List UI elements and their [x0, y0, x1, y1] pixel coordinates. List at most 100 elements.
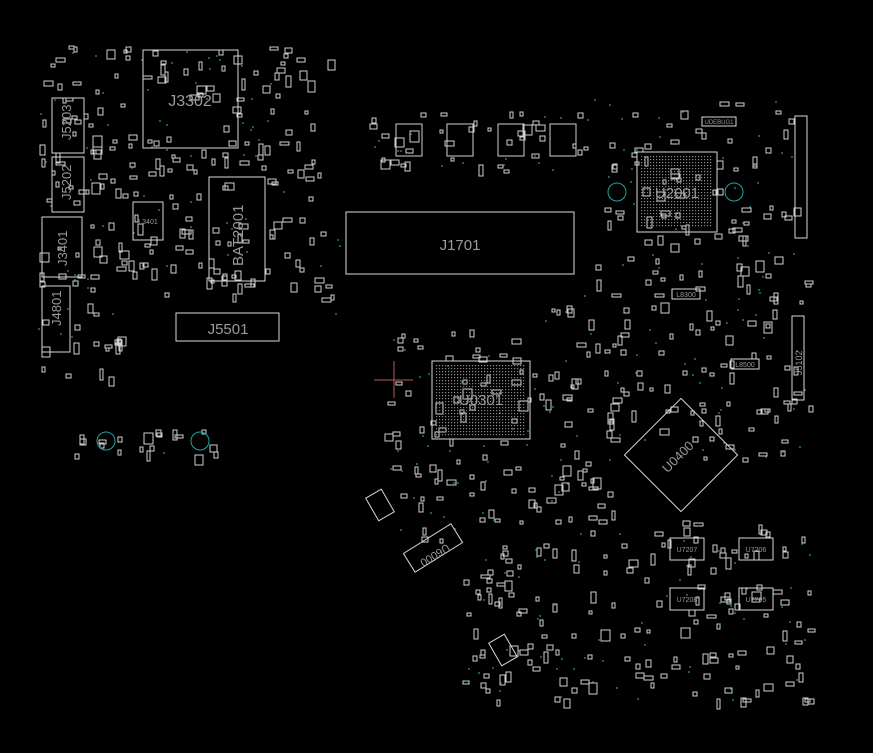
bga-ball	[656, 183, 658, 185]
bga-ball	[496, 419, 498, 421]
passive-component	[649, 387, 654, 392]
passive-component	[236, 97, 245, 102]
bga-ball	[484, 386, 486, 388]
bga-ball	[517, 389, 519, 391]
bga-ball	[668, 225, 670, 227]
via	[652, 254, 654, 256]
passive-component	[765, 323, 771, 329]
bga-ball	[695, 159, 697, 161]
bga-ball	[457, 377, 459, 379]
via	[462, 162, 464, 164]
chip-u0400[interactable]: U0400	[623, 397, 739, 513]
connector-j3302[interactable]: J3302	[142, 49, 239, 149]
bga-ball	[653, 180, 655, 182]
chip-u5001[interactable]	[365, 488, 395, 522]
connector-j8016[interactable]	[794, 115, 808, 239]
bga-ball	[665, 213, 667, 215]
cursor-crosshair	[374, 361, 413, 398]
bga-ball	[674, 201, 676, 203]
bga-ball	[692, 216, 694, 218]
passive-component	[620, 349, 627, 356]
via	[241, 65, 243, 67]
chip-u3401[interactable]	[488, 633, 518, 667]
passive-component	[120, 103, 126, 108]
bga-ball	[445, 428, 447, 430]
svg-text:J3401: J3401	[55, 231, 70, 266]
chip-u7207[interactable]: U7207	[669, 537, 705, 561]
bga-ball	[514, 386, 516, 388]
passive-component	[469, 329, 475, 338]
chip-u7205[interactable]: U7205	[738, 587, 774, 611]
bga-ball	[523, 416, 525, 418]
inductor-l3401[interactable]: L3401	[132, 201, 164, 241]
connector-j5102[interactable]: J5102	[791, 315, 805, 401]
bga-ball	[677, 162, 679, 164]
bga-ball	[490, 374, 492, 376]
bga-ball	[436, 386, 438, 388]
bga-ball	[656, 222, 658, 224]
passive-component	[41, 366, 46, 373]
via	[397, 150, 399, 152]
passive-component	[264, 145, 271, 156]
bga-ball	[454, 431, 456, 433]
battery-bat2001[interactable]: BAT2001	[208, 176, 266, 282]
passive-component	[87, 303, 94, 314]
via	[551, 500, 553, 502]
passive-component	[751, 591, 762, 600]
inductor-l8500[interactable]: L8500	[730, 358, 760, 370]
bga-ball	[475, 368, 477, 370]
passive-component	[773, 387, 779, 398]
chip-u6000[interactable]: U6000	[402, 523, 464, 573]
bga-ball	[662, 213, 664, 215]
bga-ball	[490, 410, 492, 412]
bga-ball	[502, 416, 504, 418]
bga-ball	[707, 177, 709, 179]
passive-component	[606, 430, 613, 439]
passive-component	[612, 397, 623, 404]
passive-component	[487, 569, 494, 576]
connector-j5203[interactable]: J5203	[51, 97, 85, 154]
passive-component	[387, 401, 396, 406]
inductor-l8300[interactable]: L8300	[671, 288, 701, 300]
chip-u7208[interactable]: U7208	[669, 587, 705, 611]
label-udebug1[interactable]: UDEBUG1	[701, 116, 737, 127]
bga-ball	[680, 159, 682, 161]
via	[782, 451, 784, 453]
passive-component	[231, 274, 237, 279]
bga-ball	[704, 207, 706, 209]
bga-ball	[460, 398, 462, 400]
via	[38, 328, 40, 330]
bga-ball	[520, 410, 522, 412]
bga-ball	[653, 183, 655, 185]
connector-j4801[interactable]: J4801	[41, 285, 71, 353]
passive-component	[626, 567, 634, 574]
via	[102, 225, 104, 227]
bga-ball	[490, 365, 492, 367]
bga-ball	[469, 383, 471, 385]
passive-component	[164, 71, 169, 83]
connector-j5202[interactable]: J5202	[51, 156, 85, 213]
connector-j5501[interactable]: J5501	[175, 312, 280, 342]
connector-j3401[interactable]: J3401	[41, 216, 83, 278]
chip-u0301[interactable]: U0301	[431, 360, 531, 440]
via	[637, 698, 639, 700]
passive-component	[185, 216, 193, 222]
passive-component	[494, 518, 501, 523]
via	[95, 55, 97, 57]
passive-component	[212, 93, 221, 103]
via	[503, 164, 505, 166]
bga-ball	[520, 422, 522, 424]
bga-ball	[466, 407, 468, 409]
bga-ball	[686, 171, 688, 173]
connector-j1701[interactable]: J1701	[345, 211, 575, 275]
bga-ball	[502, 431, 504, 433]
bga-ball	[469, 428, 471, 430]
passive-component	[450, 157, 455, 162]
chip-u2001[interactable]: U2001	[636, 151, 718, 233]
bga-ball	[665, 171, 667, 173]
passive-component	[787, 403, 792, 412]
bga-ball	[463, 377, 465, 379]
via	[721, 387, 723, 389]
chip-u7206[interactable]: U7206	[738, 537, 774, 561]
